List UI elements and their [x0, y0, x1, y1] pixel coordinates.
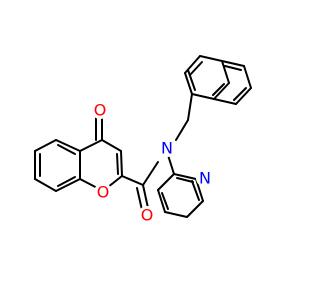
bond [195, 178, 204, 202]
bond [199, 55, 223, 62]
atom-labels: O O O N N [91, 101, 214, 225]
bond [186, 200, 204, 218]
bond-double-inner [189, 61, 203, 76]
atom-label-n: N [161, 139, 173, 158]
bond [142, 184, 149, 209]
atom-o-amide: O [138, 206, 156, 225]
bond [79, 139, 103, 152]
atom-n-pyridine: N [196, 169, 214, 188]
bond-double-inner [57, 176, 76, 187]
structure-canvas: O O O N N [34, 55, 252, 225]
bond [55, 139, 81, 152]
bond [191, 93, 215, 100]
bond-double-inner [116, 153, 119, 175]
atom-label-o: O [141, 206, 154, 225]
bond [34, 139, 57, 152]
bond-double-inner [224, 65, 242, 71]
bond [142, 161, 159, 186]
bond [157, 189, 166, 213]
bond [164, 211, 188, 218]
atom-o-ring: O [94, 183, 112, 202]
bond [173, 173, 197, 180]
bonds [34, 55, 252, 218]
atom-label-o: O [94, 101, 107, 120]
bond-double-inner [233, 87, 247, 101]
bond-double-inner [187, 69, 196, 91]
bond [121, 175, 144, 186]
bond [136, 187, 143, 211]
bond [175, 119, 189, 141]
bond [101, 139, 122, 152]
bond [235, 87, 252, 105]
bond-double-inner [161, 192, 169, 210]
bond [221, 60, 245, 67]
bond [184, 72, 193, 95]
bond [55, 178, 81, 192]
bond [34, 178, 57, 192]
bond [157, 173, 175, 191]
bond [213, 82, 230, 100]
atom-label-o: O [97, 183, 110, 202]
atom-n-amide: N [158, 139, 176, 158]
bond-double-inner [212, 83, 225, 96]
bond-double-inner [176, 177, 194, 183]
bond-double-inner [191, 180, 200, 201]
atom-label-n: N [199, 169, 211, 188]
bond [187, 93, 193, 121]
bond [243, 65, 252, 89]
atom-o-ketone: O [91, 101, 109, 120]
bond-double-inner [57, 144, 76, 155]
bond [120, 150, 123, 177]
bond [213, 98, 237, 105]
bond [221, 60, 230, 84]
